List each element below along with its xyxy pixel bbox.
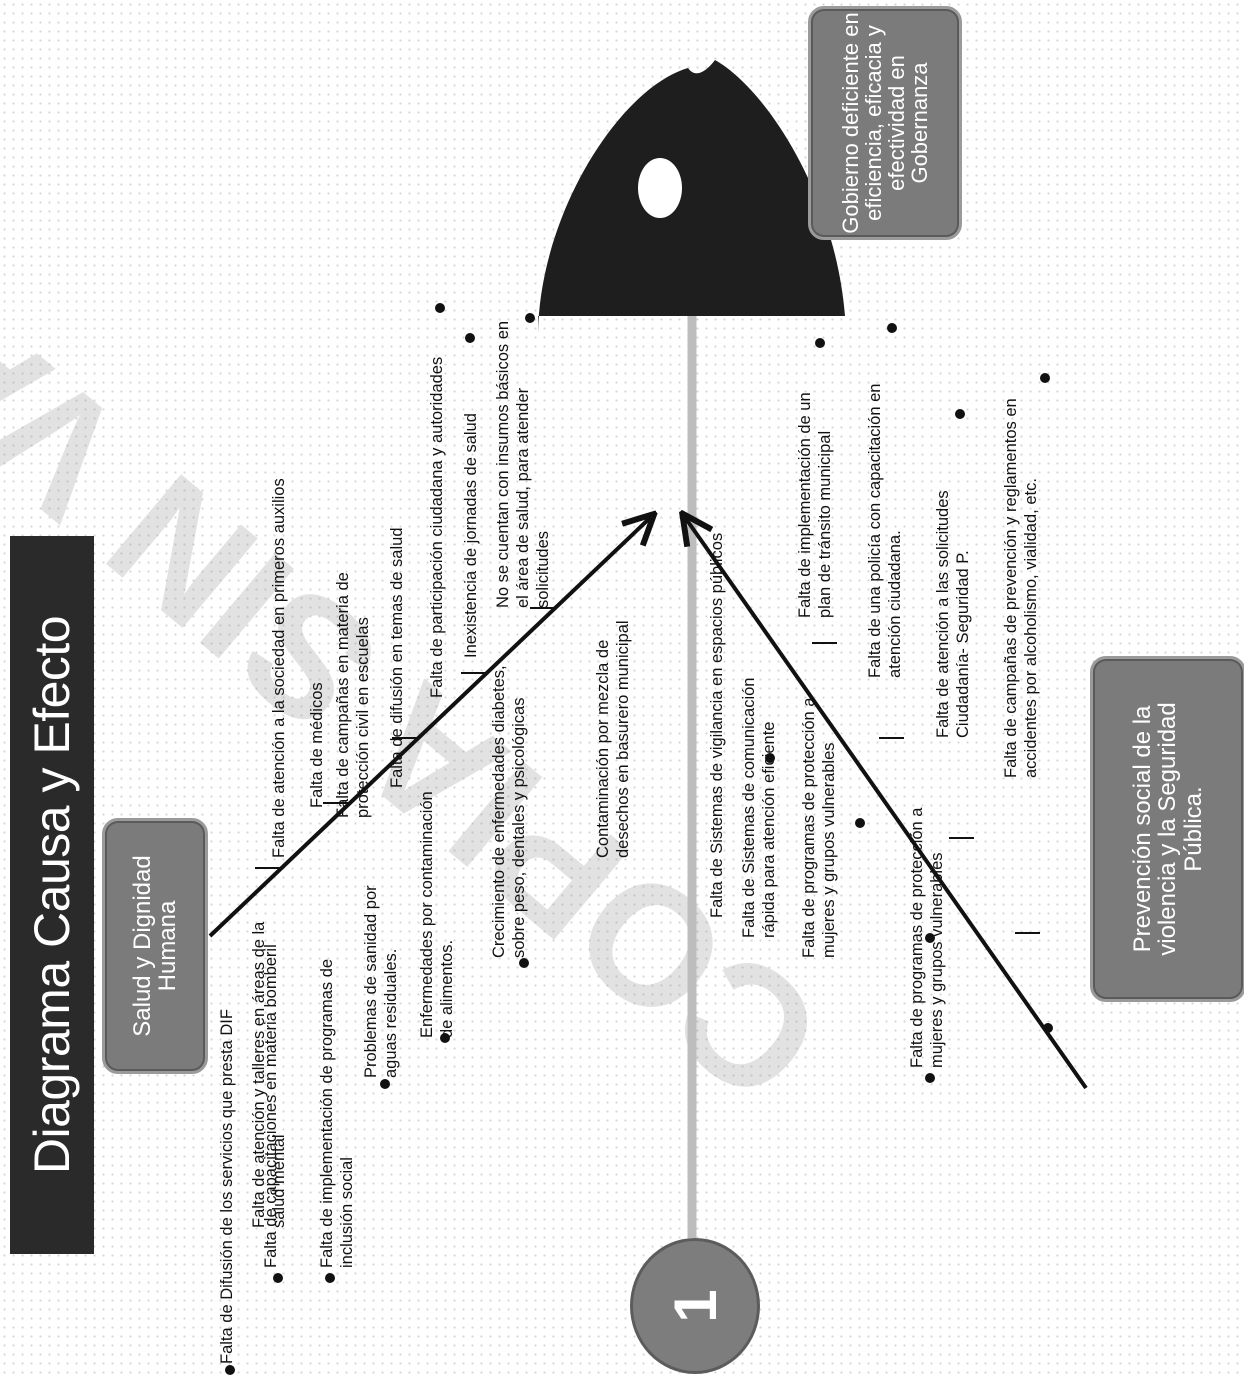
cause-dots	[225, 303, 1053, 1375]
category-prevencion-box: Prevención social de la violencia y la S…	[1090, 656, 1244, 1002]
cause-prev-1: Falta de Sistemas de vigilancia en espac…	[708, 532, 726, 918]
diagram-title: Diagrama Causa y Efecto	[10, 536, 94, 1254]
cause-prev-6: Falta de una policía con capacitación en…	[866, 383, 904, 678]
cause-salud-12: Inexistencia de jornadas de salud	[462, 413, 480, 658]
cause-prev-7: Falta de atención a las solicitudes Ciud…	[934, 490, 972, 738]
cause-prev-8: Falta de campañas de prevención y reglam…	[1002, 398, 1040, 778]
cause-salud-13: Crecimiento de enfermedades diabetes, so…	[490, 665, 528, 958]
cause-prev-5: Falta de programas de protección a mujer…	[908, 807, 946, 1068]
page-number-badge: 1	[630, 1238, 760, 1374]
cause-salud-14: No se cuentan con insumos básicos en el …	[494, 320, 552, 608]
cause-salud-11: Falta de participación ciudadana y autor…	[428, 356, 446, 698]
bone-prevencion	[684, 516, 1088, 1090]
cause-salud-7: Falta de campañas en materia de protecci…	[334, 572, 372, 818]
cause-prev-4: Falta de implementación de un plan de tr…	[796, 392, 834, 618]
tick-marks	[255, 607, 1040, 934]
cause-salud-6: Falta de médicos	[308, 682, 326, 808]
effect-box: Gobierno deficiente en eficiencia, efica…	[808, 6, 962, 240]
cause-prev-3: Falta de programas de protección a mujer…	[800, 697, 838, 958]
cause-prev-2: Falta de Sistemas de comunicación rápida…	[740, 677, 778, 938]
cause-salud-8: Problemas de sanidad por aguas residuale…	[362, 885, 400, 1078]
cause-salud-9: Falta de difusión en temas de salud	[388, 527, 406, 789]
cause-salud-1: Falta de Difusión de los servicios que p…	[218, 1009, 236, 1364]
cause-salud-3: Falta de capacitaciones en materia bombe…	[262, 944, 280, 1268]
fish-head	[538, 60, 845, 333]
cause-salud-15: Contaminación por mezcla de desechos en …	[594, 620, 632, 858]
bone-salud	[208, 516, 652, 938]
cause-salud-10: Enfermedades por contaminación de alimen…	[418, 791, 456, 1038]
cause-salud-5: Falta de implementación de programas de …	[318, 958, 356, 1268]
fish-eye	[638, 158, 682, 218]
cause-salud-4: Falta de atención a la sociedad en prime…	[270, 478, 288, 858]
category-salud-box: Salud y Dignidad Humana	[102, 818, 208, 1074]
